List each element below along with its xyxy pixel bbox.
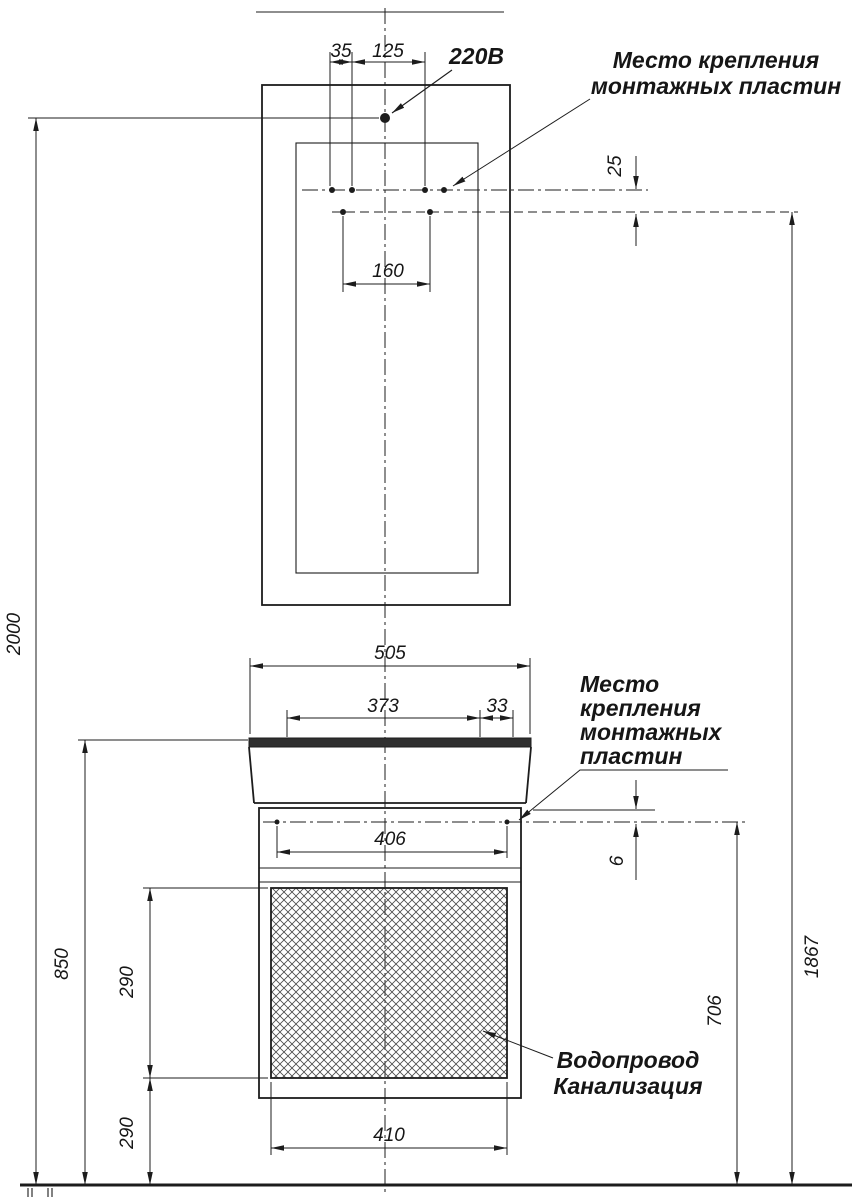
leader-line bbox=[518, 769, 728, 821]
drawer-front-hatched bbox=[270, 887, 508, 1079]
dimension-25: 25 bbox=[605, 155, 639, 246]
mounting-plates-bottom-axis bbox=[263, 809, 748, 825]
dimension-1867: 1867 bbox=[789, 212, 823, 1185]
dimension-160: 160 bbox=[342, 216, 431, 292]
mounting-note-bottom-line2: крепления bbox=[580, 695, 701, 721]
power-outlet: 220В bbox=[380, 43, 504, 123]
dimension-text-35: 35 bbox=[330, 41, 352, 62]
dimension-text-6: 6 bbox=[607, 855, 628, 866]
plumbing-note: Водопровод Канализация bbox=[482, 1030, 703, 1099]
dimension-text-1867: 1867 bbox=[802, 934, 823, 978]
dimension-text-25: 25 bbox=[605, 155, 626, 178]
dimension-373-33: 373 33 bbox=[286, 696, 514, 737]
mounting-hole bbox=[504, 819, 510, 825]
leader-line bbox=[482, 1030, 554, 1059]
dimension-text-160: 160 bbox=[372, 261, 404, 282]
mounting-hole bbox=[427, 209, 433, 215]
reference-lines bbox=[20, 8, 852, 1197]
mounting-note-bottom-line4: пластин bbox=[580, 743, 682, 769]
dimension-2000: 2000 bbox=[4, 117, 379, 1185]
dimension-6: 6 bbox=[607, 780, 639, 880]
dimension-text-505: 505 bbox=[374, 643, 406, 664]
dimension-706: 706 bbox=[705, 822, 740, 1185]
dimension-410: 410 bbox=[270, 1082, 508, 1155]
washbasin-top-edge bbox=[248, 737, 532, 748]
mounting-plates-top bbox=[302, 187, 798, 215]
mounting-hole bbox=[329, 187, 335, 193]
dimension-text-2000: 2000 bbox=[4, 612, 25, 656]
dimension-text-706: 706 bbox=[705, 995, 726, 1027]
floor-hatch-marks bbox=[27, 1188, 53, 1197]
dimension-290-lower: 290 bbox=[117, 1078, 153, 1185]
dimension-text-33: 33 bbox=[486, 696, 508, 717]
dimension-text-373: 373 bbox=[367, 696, 399, 717]
mounting-note-bottom: Место крепления монтажных пластин bbox=[518, 671, 728, 821]
leader-line bbox=[452, 98, 591, 187]
power-outlet-leader bbox=[391, 69, 453, 114]
mounting-hole bbox=[349, 187, 355, 193]
dimension-35-125: 35 125 bbox=[329, 41, 426, 186]
washbasin-right-side bbox=[525, 746, 532, 804]
washbasin-left-side bbox=[248, 746, 255, 804]
dimension-text-125: 125 bbox=[372, 41, 404, 62]
mirror-section bbox=[261, 84, 511, 606]
power-outlet-label: 220В bbox=[448, 43, 504, 69]
cabinet-outline bbox=[258, 807, 522, 1099]
power-outlet-dot bbox=[380, 113, 390, 123]
dimension-505: 505 bbox=[249, 643, 531, 734]
mounting-hole bbox=[441, 187, 447, 193]
mounting-note-top: Место крепления монтажных пластин bbox=[452, 47, 841, 187]
washbasin bbox=[248, 737, 532, 804]
dimension-290-upper: 290 bbox=[117, 887, 268, 1079]
dimension-text-410: 410 bbox=[373, 1125, 405, 1146]
mounting-hole bbox=[422, 187, 428, 193]
dimension-text-406: 406 bbox=[374, 829, 406, 850]
mounting-hole bbox=[340, 209, 346, 215]
dimension-text-850: 850 bbox=[52, 948, 73, 980]
mounting-note-bottom-line1: Место bbox=[580, 671, 659, 697]
dimension-text-290-lower: 290 bbox=[117, 1117, 138, 1150]
dimension-406: 406 bbox=[276, 826, 508, 858]
dimension-text-290-upper: 290 bbox=[117, 966, 138, 999]
mirror-inner-frame bbox=[295, 142, 479, 574]
vanity-cabinet bbox=[258, 807, 522, 1099]
mounting-note-top-line2: монтажных пластин bbox=[591, 73, 841, 99]
mounting-note-top-line1: Место крепления bbox=[613, 47, 820, 73]
mounting-hole bbox=[274, 819, 280, 825]
dimension-850: 850 bbox=[52, 739, 248, 1185]
mirror-outline bbox=[261, 84, 511, 606]
plumbing-note-line2: Канализация bbox=[553, 1073, 703, 1099]
mounting-note-bottom-line3: монтажных bbox=[580, 719, 723, 745]
plumbing-note-line1: Водопровод bbox=[557, 1047, 700, 1073]
